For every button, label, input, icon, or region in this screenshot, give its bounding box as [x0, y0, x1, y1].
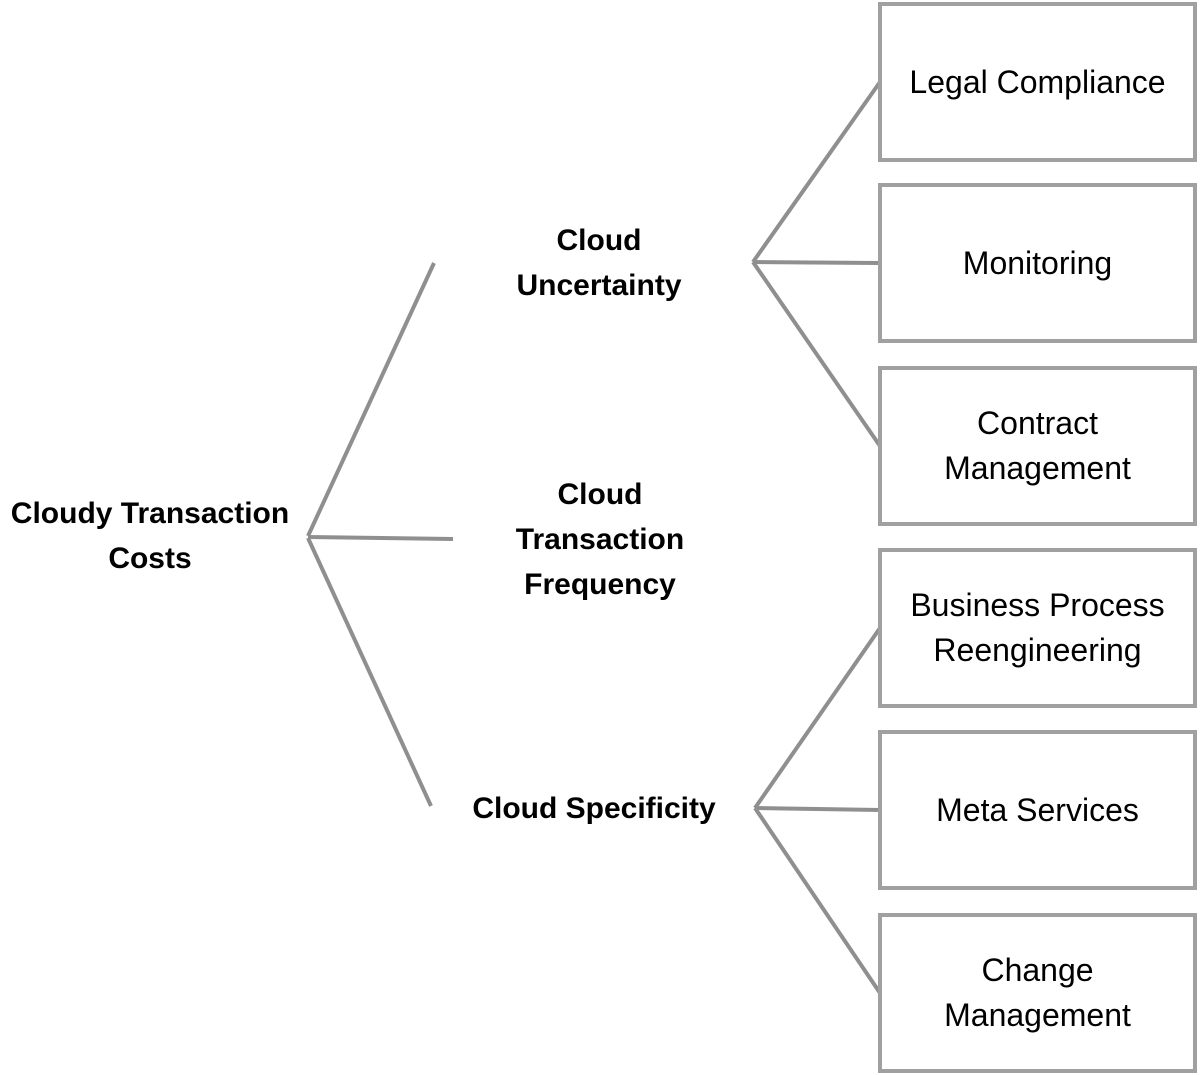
node-box-meta-services: Meta Services — [878, 730, 1197, 890]
edge-root-to-cloud-uncertainty — [306, 262, 436, 537]
node-box-business-process-reengineering-label: Business Process Reengineering — [910, 587, 1165, 668]
branch-cloud-specificity-label: Cloud Specificity — [472, 792, 716, 825]
edge-root-to-cloud-specificity — [306, 537, 433, 807]
edge-specificity-to-meta-services — [754, 806, 881, 812]
node-box-contract-management-label: Contract Management — [944, 405, 1131, 486]
edge-root-to-cloud-transaction-frequency — [307, 535, 454, 541]
node-box-monitoring: Monitoring — [878, 183, 1197, 343]
node-box-contract-management: Contract Management — [878, 366, 1197, 526]
node-box-change-management-label: Change Management — [944, 952, 1131, 1033]
branch-cloud-transaction-frequency: Cloud Transaction Frequency — [490, 472, 710, 607]
node-box-legal-compliance-label: Legal Compliance — [909, 63, 1166, 100]
edge-uncertainty-to-contract-management — [751, 260, 882, 448]
branch-cloud-transaction-frequency-label: Cloud Transaction Frequency — [515, 478, 685, 601]
edge-uncertainty-to-legal-compliance — [751, 80, 882, 264]
edge-specificity-to-business-process-reengineering — [753, 626, 882, 810]
node-box-meta-services-label: Meta Services — [936, 791, 1139, 828]
node-box-monitoring-label: Monitoring — [962, 244, 1113, 281]
edge-specificity-to-change-management — [753, 806, 882, 995]
branch-cloud-specificity: Cloud Specificity — [424, 786, 764, 831]
root-node: Cloudy Transaction Costs — [0, 491, 300, 581]
root-node-label: Cloudy Transaction Costs — [10, 497, 290, 575]
branch-cloud-uncertainty: Cloud Uncertainty — [489, 218, 709, 308]
edge-uncertainty-to-monitoring — [752, 260, 881, 265]
node-box-change-management: Change Management — [878, 913, 1197, 1073]
node-box-legal-compliance: Legal Compliance — [878, 2, 1197, 162]
node-box-business-process-reengineering: Business Process Reengineering — [878, 548, 1197, 708]
branch-cloud-uncertainty-label: Cloud Uncertainty — [516, 224, 682, 302]
